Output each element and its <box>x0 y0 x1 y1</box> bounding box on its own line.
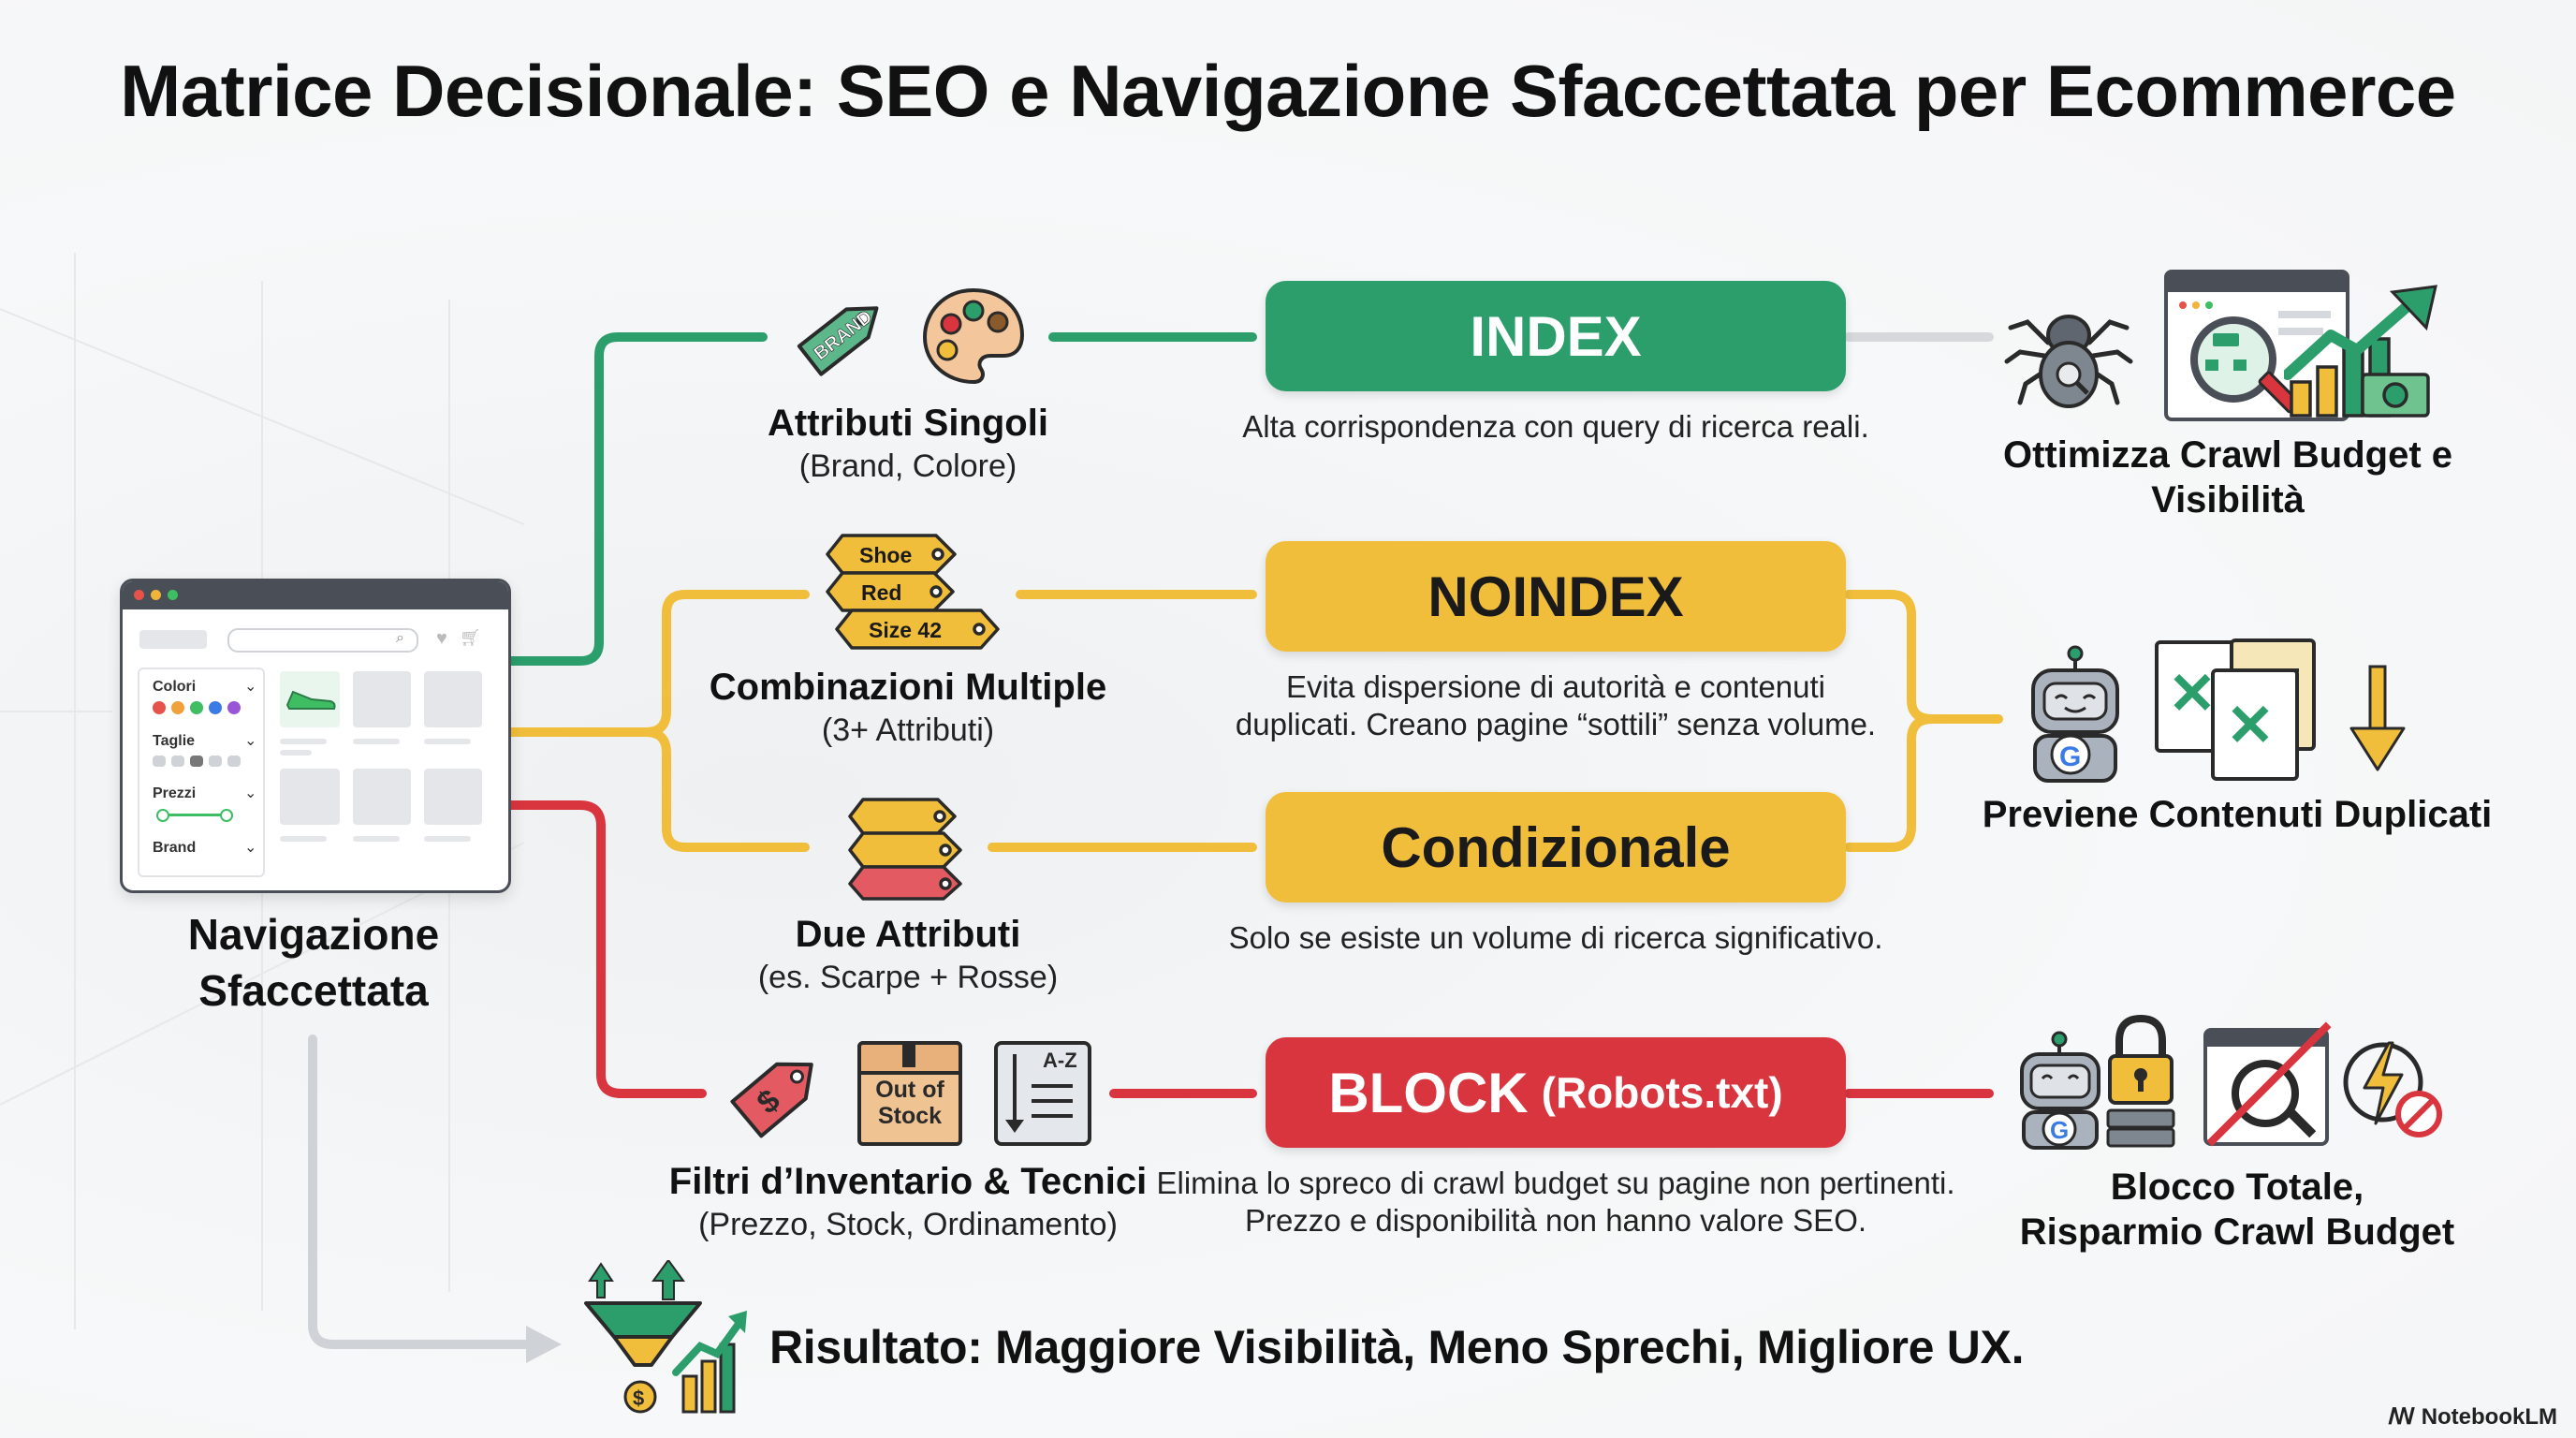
description-conditional: Solo se esiste un volume di ricerca sign… <box>1161 919 1951 957</box>
page-title: Matrice Decisionale: SEO e Navigazione S… <box>120 50 2456 132</box>
filter-label: Prezzi <box>153 785 197 801</box>
spider-icon <box>2004 315 2133 408</box>
growth-chart-icon <box>2284 285 2437 418</box>
footer-result: Risultato: Maggiore Visibilità, Meno Spr… <box>769 1321 2025 1373</box>
action-sublabel: (Robots.txt) <box>1541 1068 1783 1117</box>
category-subtitle: (3+ Attributi) <box>821 712 995 748</box>
svg-text:$: $ <box>633 1387 644 1410</box>
action-noindex-badge: NOINDEX <box>1266 541 1846 652</box>
tag-text: Red <box>861 580 901 605</box>
category-title: Due Attributi <box>795 914 1021 955</box>
two-tag-icon <box>848 798 962 901</box>
server-icon <box>2106 1108 2175 1129</box>
sort-text: A-Z <box>1043 1049 1077 1072</box>
result-duplicate-content: Previene Contenuti Duplicati <box>1982 794 2493 835</box>
description-line: Elimina lo spreco di crawl budget su pag… <box>1156 1166 1955 1200</box>
action-block-badge: BLOCK(Robots.txt) <box>1266 1037 1846 1148</box>
sort-az-icon: A-Z <box>994 1041 1091 1146</box>
mock-filter-panel: Colori ⌄ Taglie ⌄ Prezzi ⌄ Brand ⌄ <box>138 668 265 877</box>
robot-icon: G <box>2031 645 2119 783</box>
brand-tag-icon: BRAND <box>797 306 879 376</box>
notebooklm-logo-icon: ꟿ <box>2388 1404 2416 1430</box>
shoe-icon <box>285 690 336 710</box>
description-block: Elimina lo spreco di crawl budget su pag… <box>1123 1165 1988 1240</box>
category-subtitle: (Brand, Colore) <box>798 448 1017 484</box>
down-arrow-icon <box>2349 665 2406 771</box>
category-subtitle: (es. Scarpe + Rosse) <box>757 960 1059 995</box>
category-title: Combinazioni Multiple <box>709 667 1107 708</box>
faceted-navigation-mockup: ⌕ ♥ 🛒︎ Colori ⌄ Taglie ⌄ Prezzi ⌄ Brand … <box>120 579 511 893</box>
description-index: Alta corrispondenza con query di ricerca… <box>1161 408 1951 446</box>
category-inventory-filters: Filtri d’Inventario & Tecnici (Prezzo, S… <box>665 1161 1151 1243</box>
action-label: INDEX <box>1470 304 1642 368</box>
no-search-icon <box>2203 1021 2332 1147</box>
description-line: duplicati. Creano pagine “sottili” senza… <box>1235 707 1877 741</box>
brand-label: NotebookLM <box>2421 1404 2557 1430</box>
tag-stack-icon: Shoe Red Size 42 <box>826 534 1000 650</box>
window-titlebar <box>123 581 508 609</box>
filter-label: Brand <box>153 840 197 856</box>
action-label: Condizionale <box>1381 815 1731 879</box>
category-subtitle: (Prezzo, Stock, Ordinamento) <box>698 1207 1118 1242</box>
robot-icon: G <box>2020 1031 2100 1150</box>
funnel-icon: $ <box>584 1260 747 1414</box>
description-line: Evita dispersione di autorità e contenut… <box>1285 669 1826 704</box>
category-two-attributes: Due Attributi (es. Scarpe + Rosse) <box>721 914 1095 996</box>
action-label: BLOCK <box>1328 1061 1529 1124</box>
category-title: Attributi Singoli <box>768 403 1048 444</box>
cart-icon: 🛒︎ <box>460 628 481 647</box>
description-line: Prezzo e disponibilità non hanno valore … <box>1244 1203 1867 1238</box>
green-connector <box>501 332 768 666</box>
red-connector <box>501 800 707 1098</box>
out-of-stock-box-icon: Out of Stock <box>857 1041 962 1146</box>
description-noindex: Evita dispersione di autorità e contenut… <box>1161 668 1951 743</box>
notebooklm-brand: ꟿ NotebookLM <box>2388 1403 2557 1431</box>
result-line: Risparmio Crawl Budget <box>2019 1211 2455 1253</box>
search-icon: ⌕ <box>396 630 404 646</box>
result-crawl-budget: Ottimizza Crawl Budget e Visibilità <box>2002 434 2453 521</box>
duplicate-files-icon: ✕ <box>2211 668 2299 781</box>
result-arrow <box>308 1034 538 1349</box>
tag-text: Size 42 <box>869 618 942 642</box>
result-line: Blocco Totale, <box>2110 1167 2364 1208</box>
lock-icon <box>2106 1014 2175 1148</box>
heart-icon: ♥ <box>436 628 447 649</box>
money-tag-icon: $ <box>730 1062 813 1138</box>
action-index-badge: INDEX <box>1266 281 1846 391</box>
svg-text:G: G <box>2050 1116 2069 1144</box>
box-text-line2: Stock <box>877 1103 943 1129</box>
source-label-line2: Sfaccettata <box>198 966 429 1015</box>
source-label: Navigazione Sfaccettata <box>122 906 505 1019</box>
result-block: Blocco Totale, Risparmio Crawl Budget <box>1947 1165 2527 1255</box>
box-text-line1: Out of <box>875 1077 944 1103</box>
source-label-line1: Navigazione <box>187 910 440 959</box>
no-power-icon <box>2343 1041 2442 1137</box>
action-conditional-badge: Condizionale <box>1266 792 1846 902</box>
description-line: Alta corrispondenza con query di ricerca… <box>1242 409 1869 444</box>
tag-text: Shoe <box>859 543 912 567</box>
category-title: Filtri d’Inventario & Tecnici <box>668 1161 1148 1202</box>
description-line: Solo se esiste un volume di ricerca sign… <box>1228 920 1883 955</box>
palette-icon <box>922 287 1025 385</box>
action-label: NOINDEX <box>1427 565 1684 628</box>
category-single-attributes: Attributi Singoli (Brand, Colore) <box>721 403 1095 485</box>
filter-label: Taglie <box>153 733 196 749</box>
filter-label: Colori <box>153 679 197 695</box>
svg-text:G: G <box>2059 741 2081 772</box>
category-multiple-combinations: Combinazioni Multiple (3+ Attributi) <box>693 667 1123 749</box>
mock-search-input <box>227 628 418 653</box>
